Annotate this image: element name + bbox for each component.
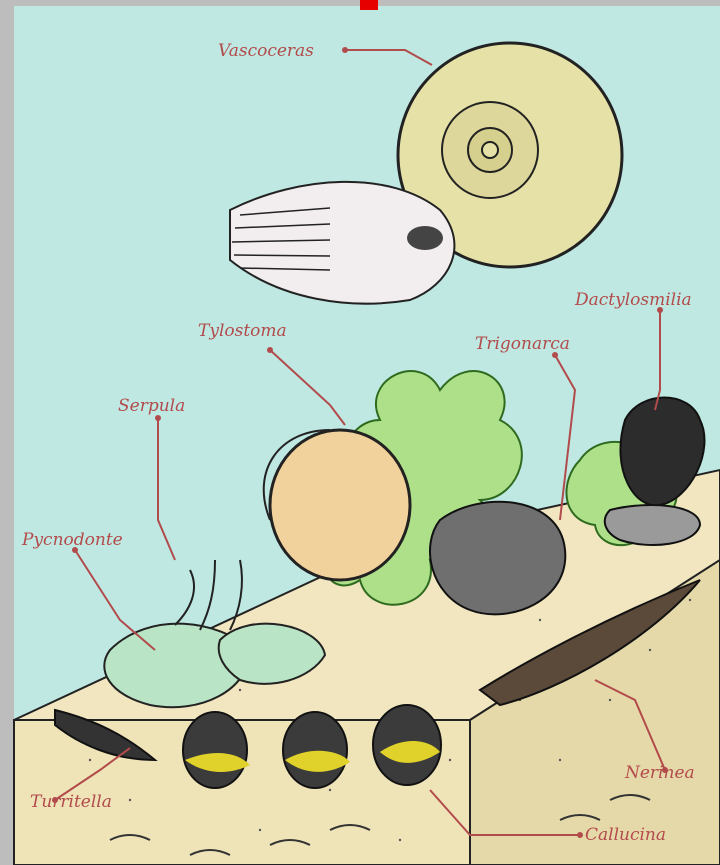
label-turritella: Turritella	[30, 792, 112, 812]
label-callucina: Callucina	[585, 825, 666, 845]
label-trigonarca: Trigonarca	[475, 334, 570, 354]
ammonite-eye	[407, 226, 443, 250]
label-dactylosmilia: Dactylosmilia	[574, 290, 692, 310]
label-nerinea: Nerinea	[624, 763, 695, 783]
red-marker	[360, 0, 378, 10]
label-serpula: Serpula	[118, 396, 185, 416]
label-vascoceras: Vascoceras	[218, 41, 314, 61]
callucina-shells	[183, 705, 441, 788]
label-pycnodonte: Pycnodonte	[21, 530, 123, 550]
trigonarca-clam	[430, 502, 565, 615]
label-tylostoma: Tylostoma	[198, 321, 287, 341]
